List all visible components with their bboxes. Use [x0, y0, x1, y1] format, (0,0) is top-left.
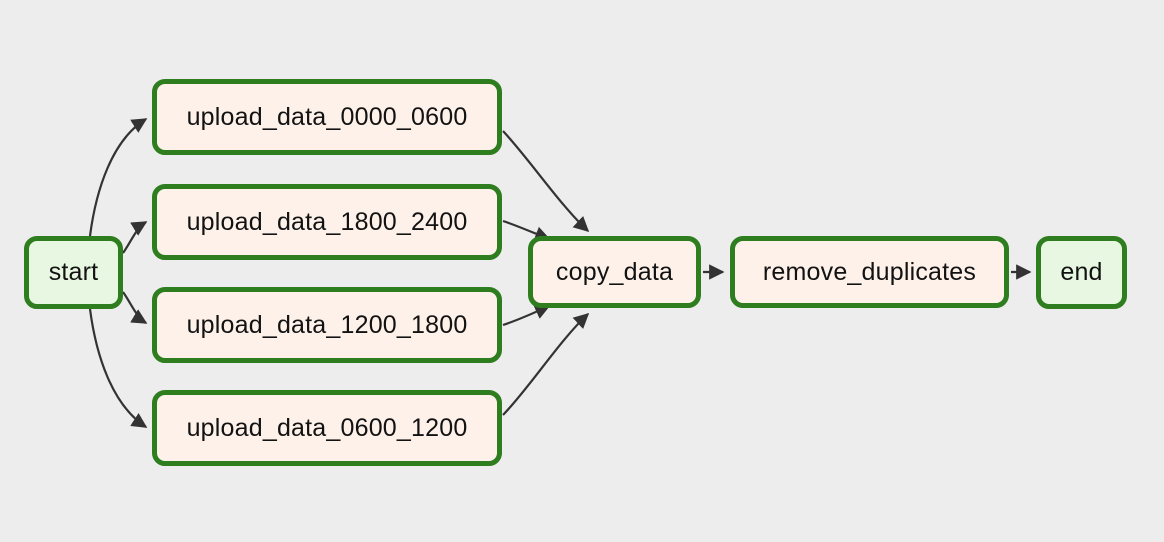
node-upload-data-1200-1800[interactable]: upload_data_1200_1800: [152, 287, 502, 363]
edge-upload-1200-1800-to-copy-data: [502, 304, 551, 327]
node-upload-data-0000-0600[interactable]: upload_data_0000_0600: [152, 79, 502, 155]
edge-start-to-upload-1800-2400: [122, 221, 148, 254]
edge-upload-0000-0600-to-copy-data: [502, 130, 590, 233]
node-end[interactable]: end: [1036, 236, 1127, 309]
node-upload-data-1800-2400-label: upload_data_1800_2400: [186, 207, 468, 236]
node-upload-data-1200-1800-label: upload_data_1200_1800: [186, 310, 468, 339]
edge-start-to-upload-0600-1200: [88, 308, 148, 428]
node-end-label: end: [1060, 258, 1103, 286]
node-copy-data-label: copy_data: [555, 257, 674, 286]
node-remove-duplicates-label: remove_duplicates: [762, 257, 977, 286]
node-upload-data-0600-1200-label: upload_data_0600_1200: [186, 413, 468, 442]
node-start[interactable]: start: [24, 236, 123, 309]
node-copy-data[interactable]: copy_data: [528, 236, 701, 308]
edge-start-to-upload-1200-1800: [122, 291, 148, 324]
node-upload-data-0600-1200[interactable]: upload_data_0600_1200: [152, 390, 502, 466]
node-upload-data-1800-2400[interactable]: upload_data_1800_2400: [152, 184, 502, 260]
edge-start-to-upload-0000-0600: [88, 118, 148, 237]
node-upload-data-0000-0600-label: upload_data_0000_0600: [186, 102, 468, 131]
edge-upload-0600-1200-to-copy-data: [502, 312, 590, 416]
node-start-label: start: [48, 258, 99, 286]
node-remove-duplicates[interactable]: remove_duplicates: [730, 236, 1009, 308]
